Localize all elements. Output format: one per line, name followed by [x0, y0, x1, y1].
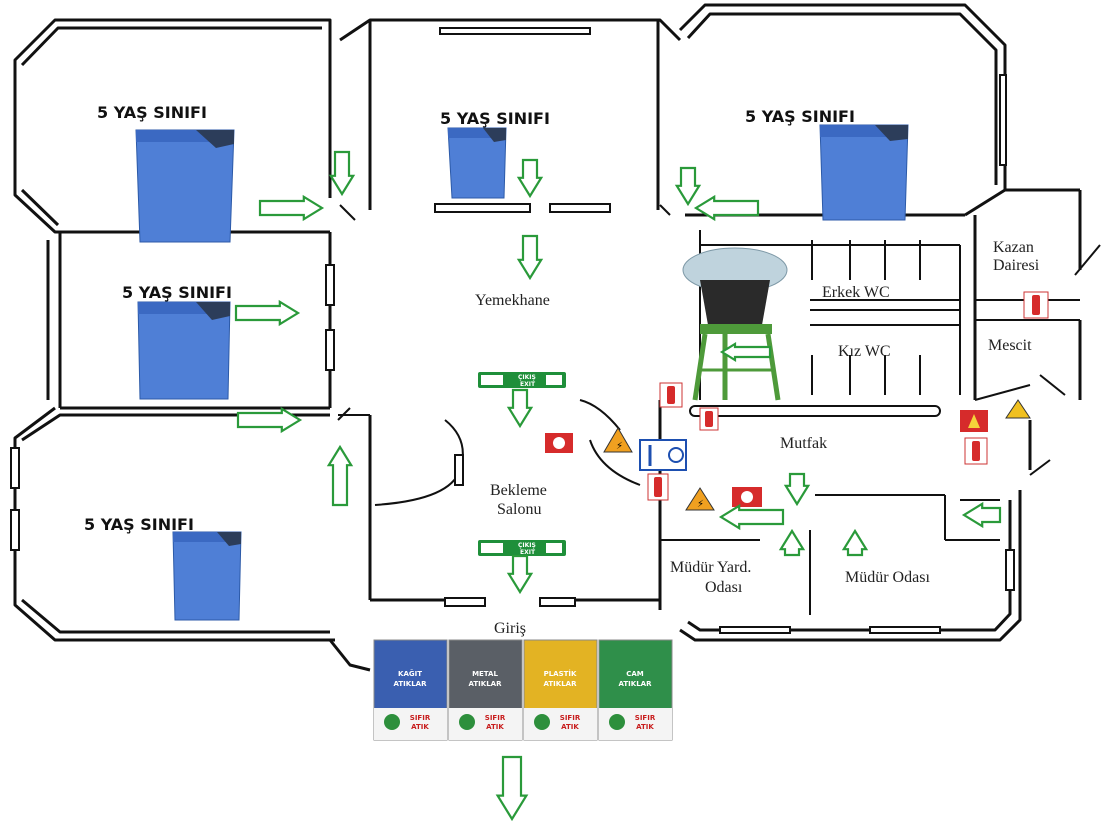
exit-arrow-icon: [236, 406, 303, 434]
recycle-logo-icon: [609, 714, 625, 730]
fire-extinguisher-icon: [1023, 291, 1049, 319]
label-female-wc: Kız WC: [838, 343, 891, 360]
warning-electric-icon: [1005, 399, 1031, 419]
room-label-class-top-right: 5 YAŞ SINIFI: [745, 107, 855, 126]
room-label-class-top-mid: 5 YAŞ SINIFI: [440, 109, 550, 128]
fire-extinguisher-icon: [647, 473, 669, 501]
building-walls: [10, 3, 1101, 672]
evacuation-arrows: [234, 150, 1002, 822]
exit-arrow-icon: [718, 503, 785, 531]
fire-alarm-icon: [732, 487, 762, 507]
exit-arrow-icon: [719, 342, 772, 362]
exit-arrow-icon: [506, 388, 534, 429]
blue-bin-icon: [172, 531, 242, 621]
exit-arrow-icon: [516, 158, 544, 199]
fire-hose-icon: [545, 433, 573, 453]
exit-arrow-icon: [961, 501, 1002, 529]
fire-extinguisher-icon: [699, 407, 719, 431]
exit-sign-line1: ÇIKIŞ: [518, 374, 536, 381]
recycling-brand-line2: ATIK: [636, 723, 654, 731]
exit-sign-line2: EXIT: [520, 549, 536, 556]
exit-arrow-icon: [516, 234, 544, 281]
recycling-bin-sub: ATIKLAR: [469, 680, 503, 688]
exit-sign-line1: ÇIKIŞ: [518, 542, 536, 549]
recycling-brand-line2: ATIK: [486, 723, 504, 731]
fire-extinguisher-icon: [659, 382, 683, 408]
label-masjid: Mescit: [988, 337, 1032, 354]
recycling-bin-sub: ATIKLAR: [619, 680, 653, 688]
recycling-bin-name: CAM: [626, 670, 644, 678]
recycling-brand-line1: SIFIR: [410, 714, 431, 722]
label-boiler-2: Dairesi: [993, 257, 1040, 274]
label-waiting-2: Salonu: [497, 501, 541, 518]
blue-bin-icon: [447, 127, 507, 199]
recycling-bin-sub: ATIKLAR: [394, 680, 428, 688]
fire-sign-icon: [960, 410, 988, 432]
exit-arrow-icon: [693, 194, 760, 222]
exit-arrow-icon: [506, 554, 534, 595]
label-boiler-1: Kazan: [993, 239, 1034, 256]
room-label-class-top-left: 5 YAŞ SINIFI: [97, 103, 207, 122]
exit-arrow-icon: [778, 528, 806, 557]
label-male-wc: Erkek WC: [822, 284, 890, 301]
exit-arrow-icon: [841, 528, 869, 557]
recycling-brand-line2: ATIK: [411, 723, 429, 731]
exit-arrow-icon: [783, 472, 811, 507]
exit-sign-line2: EXIT: [520, 381, 536, 388]
blue-bin-icon: [135, 129, 235, 243]
exit-arrow-icon: [258, 194, 325, 222]
label-vice-principal-1: Müdür Yard.: [670, 559, 751, 576]
label-dining: Yemekhane: [475, 292, 550, 309]
exit-sign-icon: ÇIKIŞ EXIT: [478, 540, 566, 556]
blue-bin-icon: [137, 301, 231, 400]
room-label-class-mid-left: 5 YAŞ SINIFI: [122, 283, 232, 302]
recycle-logo-icon: [534, 714, 550, 730]
blue-bin-icon: [819, 124, 909, 221]
recycling-brand-line1: SIFIR: [485, 714, 506, 722]
recycle-logo-icon: [384, 714, 400, 730]
warning-electric-icon: ⚡: [603, 427, 633, 453]
recycling-bins: KAĞITATIKLARSIFIRATIKMETALATIKLARSIFIRAT…: [373, 639, 673, 741]
trash-stand-icon: [682, 247, 788, 401]
exit-arrow-icon: [326, 444, 354, 507]
recycling-bin-sub: ATIKLAR: [544, 680, 578, 688]
label-vice-principal-2: Odası: [705, 579, 743, 596]
fire-extinguisher-icon: [964, 437, 988, 465]
recycling-bin-name: METAL: [472, 670, 498, 678]
label-entrance: Giriş: [494, 620, 526, 637]
room-label-class-bottom-left: 5 YAŞ SINIFI: [84, 515, 194, 534]
exit-arrow-icon: [328, 150, 356, 197]
recycling-bin-name: PLASTİK: [544, 669, 577, 678]
exit-arrow-icon: [495, 755, 529, 822]
recycling-bin-name: KAĞIT: [398, 669, 422, 678]
warning-electric-icon: ⚡: [685, 487, 715, 511]
label-kitchen: Mutfak: [780, 435, 827, 452]
recycling-brand-line2: ATIK: [561, 723, 579, 731]
recycle-logo-icon: [459, 714, 475, 730]
svg-text:⚡: ⚡: [697, 499, 704, 510]
exit-arrow-icon: [234, 299, 301, 327]
exit-sign-icon: ÇIKIŞ EXIT: [478, 372, 566, 388]
exit-arrow-icon: [674, 166, 702, 207]
recycling-brand-line1: SIFIR: [635, 714, 656, 722]
svg-text:⚡: ⚡: [616, 441, 623, 452]
label-waiting-1: Bekleme: [490, 482, 547, 499]
label-principal: Müdür Odası: [845, 569, 930, 586]
recycling-brand-line1: SIFIR: [560, 714, 581, 722]
hose-reel-icon: [639, 439, 687, 471]
